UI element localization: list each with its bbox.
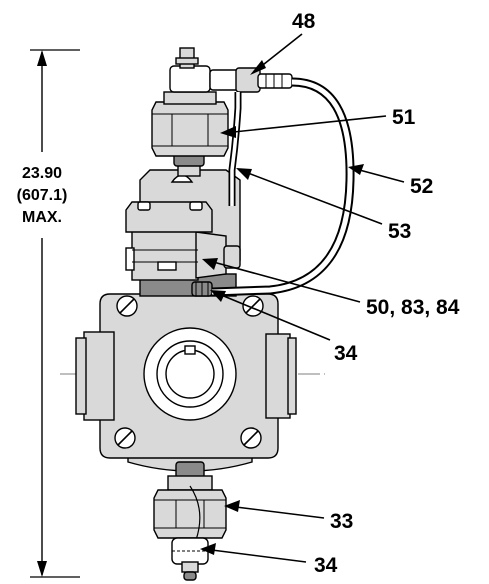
dimension-inches: 23.90 xyxy=(22,165,62,182)
callout-50-83-84: 50, 83, 84 xyxy=(366,296,460,319)
corner-bolt-bottom-right xyxy=(240,427,262,449)
corner-bolt-bottom-left xyxy=(114,427,136,449)
tube-53 xyxy=(228,92,242,206)
shaft-key xyxy=(184,345,196,355)
height-dimension: 23.90 (607.1) MAX. xyxy=(17,49,80,578)
valve-body xyxy=(75,293,297,459)
dimension-arrow-top xyxy=(37,50,47,66)
corner-bolt-top-left xyxy=(116,295,138,317)
dimension-arrow-bottom xyxy=(37,561,47,577)
upper-fitting-stack xyxy=(151,47,293,177)
shaft xyxy=(165,349,215,399)
callout-34-upper: 34 xyxy=(334,342,358,365)
actuator-assembly xyxy=(125,201,241,297)
leader-lines xyxy=(200,33,405,563)
callout-51: 51 xyxy=(392,106,416,129)
dimension-max-label: MAX. xyxy=(22,209,62,226)
callout-34-lower: 34 xyxy=(314,554,338,577)
callout-53: 53 xyxy=(388,220,411,243)
lower-fitting-stack xyxy=(153,461,227,581)
callout-52: 52 xyxy=(410,175,433,198)
callout-33: 33 xyxy=(330,510,353,533)
tube-52 xyxy=(211,77,355,297)
dimension-millimeters: (607.1) xyxy=(17,187,68,204)
callout-48: 48 xyxy=(292,10,316,33)
